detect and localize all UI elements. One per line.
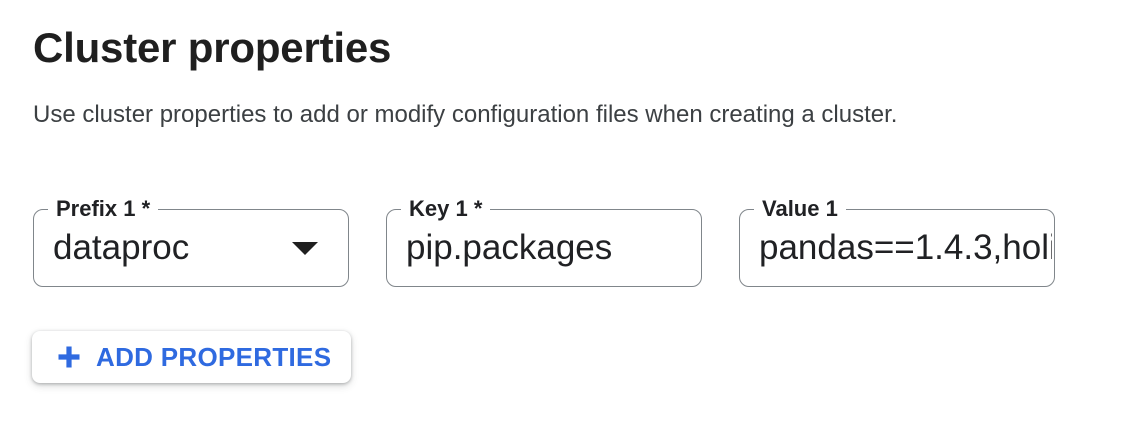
cluster-properties-section: Cluster properties Use cluster propertie…: [32, 24, 1102, 384]
value-1-field: Value 1: [739, 196, 1055, 288]
prefix-1-selected-value: dataproc: [53, 228, 190, 268]
page-title: Cluster properties: [33, 24, 392, 71]
prefix-1-select[interactable]: Prefix 1 * dataproc: [33, 196, 349, 288]
add-properties-button-label: ADD PROPERTIES: [96, 341, 332, 372]
prefix-1-label: Prefix 1 *: [48, 196, 159, 223]
key-1-field: Key 1 *: [386, 196, 702, 288]
value-1-input[interactable]: [740, 210, 1054, 287]
plus-icon: [55, 343, 83, 371]
value-1-label: Value 1: [754, 196, 846, 223]
property-row-1: Prefix 1 * dataproc Key 1 * Value 1: [33, 196, 1102, 288]
add-properties-button[interactable]: ADD PROPERTIES: [32, 331, 352, 384]
key-1-label: Key 1 *: [401, 196, 491, 223]
page-description: Use cluster properties to add or modify …: [33, 101, 898, 129]
dropdown-arrow-icon: [292, 242, 318, 256]
key-1-input[interactable]: [387, 210, 701, 287]
